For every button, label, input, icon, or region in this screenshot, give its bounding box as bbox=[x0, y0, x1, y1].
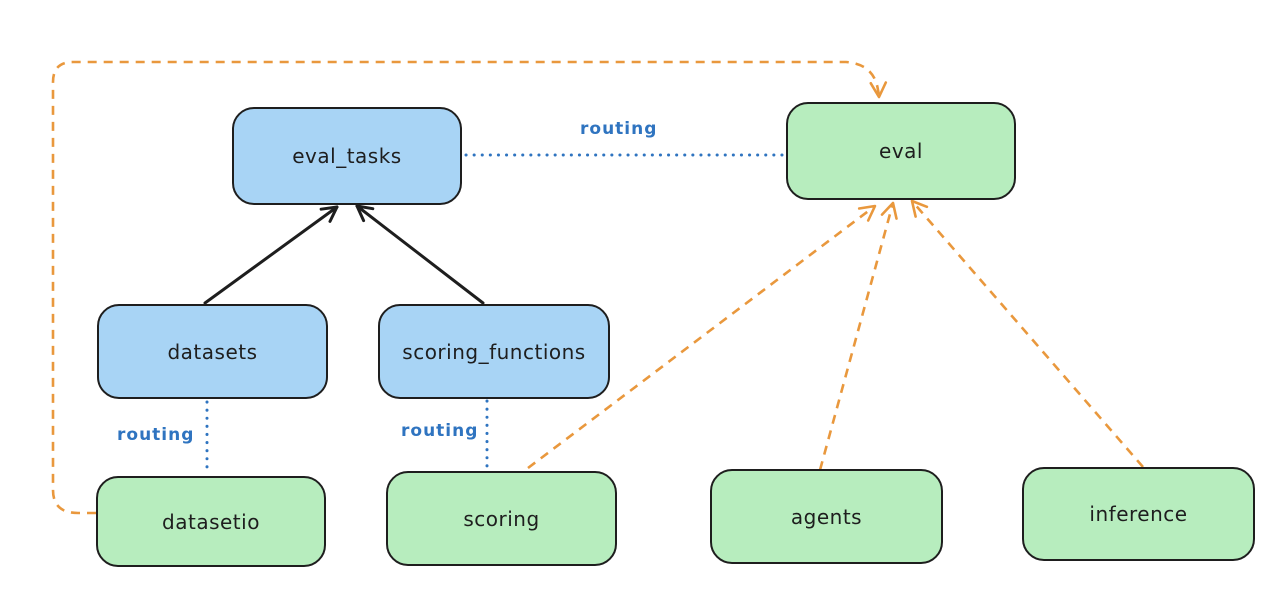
node-eval-tasks: eval_tasks bbox=[232, 107, 462, 205]
edge-datasetio-to-eval bbox=[51, 60, 888, 515]
edge-label-routing: routing bbox=[580, 119, 658, 139]
node-datasets: datasets bbox=[97, 304, 328, 399]
arrowhead-icon bbox=[869, 81, 888, 99]
edge-line bbox=[818, 202, 895, 471]
arrowhead-icon bbox=[910, 199, 929, 218]
node-label: scoring bbox=[463, 506, 540, 531]
node-label: eval_tasks bbox=[292, 144, 402, 168]
node-agents: agents bbox=[710, 469, 943, 564]
node-datasetio: datasetio bbox=[96, 476, 326, 567]
edge-datasets-to-eval-tasks bbox=[203, 205, 339, 305]
node-eval: eval bbox=[786, 102, 1016, 200]
edge-line bbox=[51, 60, 881, 515]
node-label: scoring_functions bbox=[402, 339, 586, 364]
edge-line bbox=[203, 205, 339, 305]
node-scoring-functions: scoring_functions bbox=[378, 304, 610, 399]
arrowhead-icon bbox=[319, 205, 339, 223]
edge-line bbox=[911, 200, 1144, 468]
node-scoring: scoring bbox=[386, 471, 617, 566]
edge-label-routing: routing bbox=[117, 425, 195, 445]
node-label: datasets bbox=[167, 339, 258, 364]
node-label: datasetio bbox=[162, 509, 260, 534]
edge-line bbox=[355, 204, 485, 305]
node-label: inference bbox=[1089, 502, 1188, 526]
node-label: eval bbox=[879, 139, 923, 163]
arrowhead-icon bbox=[880, 201, 898, 220]
edge-inference-to-eval bbox=[910, 199, 1144, 468]
arrowhead-icon bbox=[857, 204, 877, 222]
edge-label-routing: routing bbox=[401, 421, 479, 441]
node-inference: inference bbox=[1022, 467, 1255, 561]
edge-scoring-functions-to-eval-tasks bbox=[355, 204, 485, 305]
edge-agents-to-eval bbox=[818, 201, 898, 471]
arrowhead-icon bbox=[355, 204, 375, 223]
node-label: agents bbox=[790, 504, 863, 529]
